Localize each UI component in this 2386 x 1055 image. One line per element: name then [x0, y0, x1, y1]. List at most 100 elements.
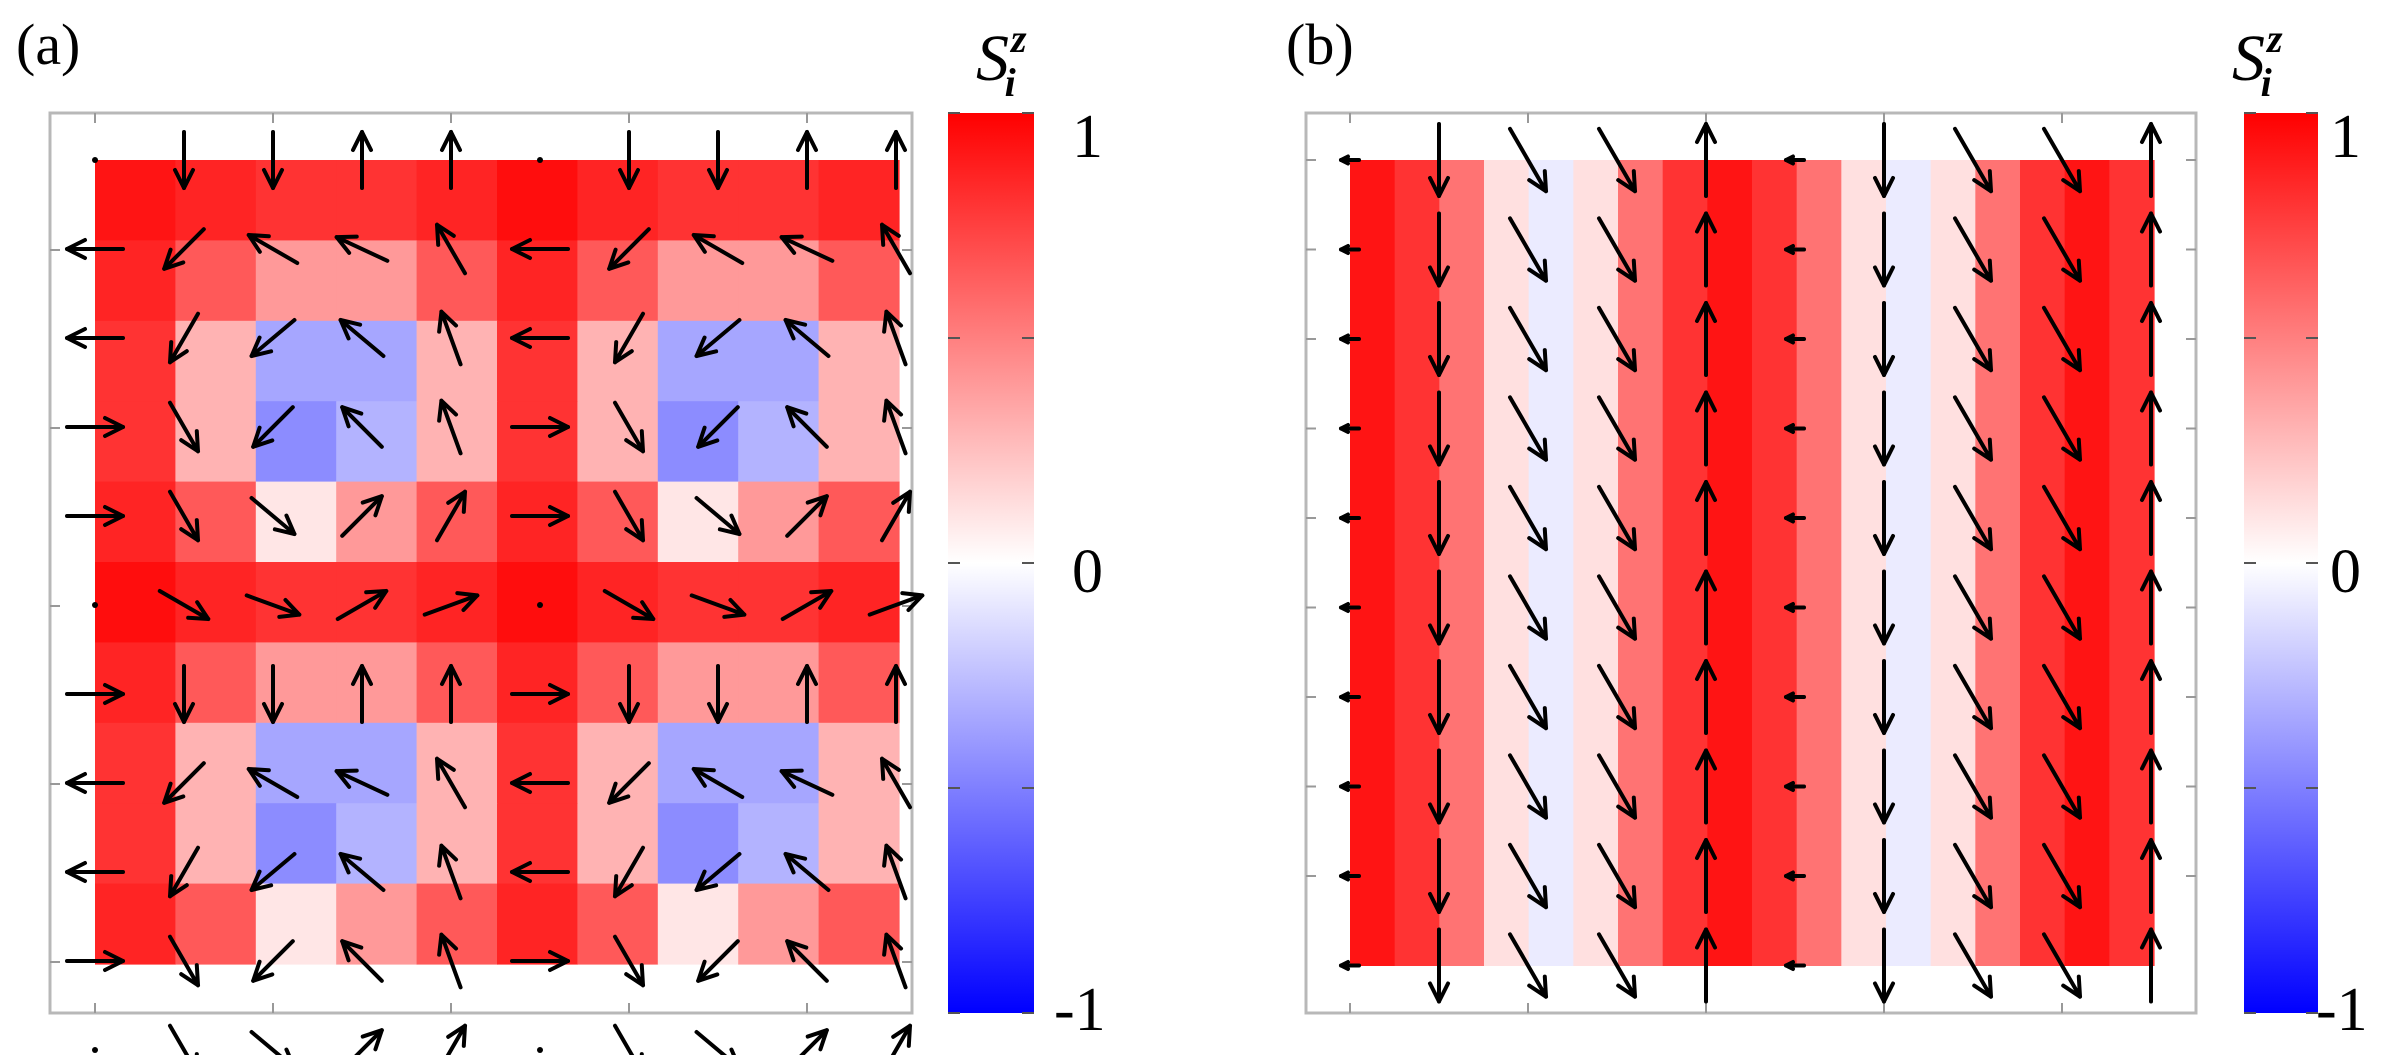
spin-a-r2-c1: [168, 311, 200, 365]
spin-b-r6-c2-shaft: [1508, 663, 1548, 731]
spin-b-r1-c7-shaft: [1953, 216, 1993, 283]
spin-b-r2-c7-head: [1972, 348, 1993, 373]
heatmap-a-cell-r7-c2: [255, 722, 337, 804]
spin-a-r1-c1-head: [162, 247, 186, 271]
panel-b-heatmap: [1350, 160, 2155, 966]
colorbar-b-ticks: [2244, 112, 2318, 1014]
spin-b-r4-c8: [2042, 484, 2082, 552]
spin-a-r8-c2-head: [249, 869, 274, 892]
spin-b-r9-c8-shaft: [2042, 932, 2082, 999]
spin-a-r10-c7-shaft: [694, 1030, 728, 1055]
spin-a-r3-c2-shaft: [251, 405, 295, 449]
spin-a-r8-c3: [338, 852, 386, 892]
spin-b-r7-c4-head: [1695, 748, 1717, 771]
spin-b-r2-c4-head: [1695, 301, 1717, 323]
heatmap-a-cell-r0-c0: [95, 160, 176, 241]
heatmap-a-cell-r7-c7: [657, 722, 739, 804]
spin-b-r6-c0-head: [1339, 691, 1350, 703]
spin-b-r9-c1-head: [1428, 981, 1450, 1004]
heatmap-b-column-8: [1707, 160, 1753, 966]
spin-a-r2-c8-shaft: [783, 318, 831, 358]
spin-b-r0-c2-shaft: [1508, 126, 1548, 194]
heatmap-a-cell-r4-c2: [255, 481, 337, 563]
spin-b-r9-c1: [1428, 927, 1450, 1004]
spin-b-r8-c8: [2042, 842, 2082, 910]
spin-a-r8-c8-head: [783, 852, 808, 875]
spin-b-r4-c4: [1695, 480, 1717, 556]
spin-a-r3-c8: [785, 405, 829, 449]
heatmap-a-cell-r5-c0: [95, 562, 176, 643]
spin-b-r3-c7: [1953, 395, 1993, 462]
spin-b-r0-c8-head: [2061, 169, 2082, 194]
panel-b-frame: [1304, 111, 2198, 1015]
spin-a-r6-c5: [510, 683, 570, 705]
heatmap-b-column-7: [1662, 160, 1708, 966]
spin-a-r10-c8-head: [805, 1028, 829, 1052]
spin-b-r2-c3-head: [1616, 348, 1637, 373]
heatmap-a-cell-r0-c3: [336, 160, 418, 241]
spin-a-r1-c5: [510, 238, 570, 260]
spin-b-r5-c9-head: [2140, 569, 2162, 592]
spin-a-r3-c6: [613, 400, 645, 454]
heatmap-a-cell-r1-c8: [738, 240, 820, 322]
heatmap-a-cell-r9-c0: [95, 883, 176, 965]
spin-a-r0-c4: [440, 130, 462, 190]
heatmap-a-cell-r8-c6: [577, 803, 659, 885]
spin-a-r0-c6: [618, 130, 640, 190]
spin-a-r0-c5: [537, 157, 543, 163]
spin-b-r3-c8: [2042, 395, 2082, 462]
spin-b-r7-c5-head: [1784, 781, 1795, 792]
spin-b-r9-c7: [1953, 932, 1993, 999]
heatmap-a-cell-r6-c4: [416, 642, 498, 724]
spin-b-r0-c2: [1508, 126, 1548, 194]
spin-a-r3-c7-shaft: [696, 405, 740, 449]
spin-a-r4-c2: [249, 496, 297, 536]
spin-b-r6-c7-head: [1972, 706, 1993, 731]
heatmap-a-cell-r2-c5: [497, 320, 578, 402]
spin-a-r0-c6-head: [618, 168, 640, 190]
spin-b-r2-c1-head: [1428, 355, 1450, 377]
spin-b-r8-c6: [1873, 838, 1895, 914]
heatmap-a-cell-r1-c5: [497, 240, 578, 322]
spin-b-r3-c2-head: [1527, 437, 1548, 462]
spin-a-r0-c3-head: [351, 130, 373, 152]
spin-b-r9-c9-head: [2140, 927, 2162, 950]
spin-b-r8-c9: [2140, 838, 2162, 914]
spin-a-r2-c8-head: [783, 318, 808, 341]
spin-a-r8-c5: [510, 861, 570, 883]
spin-b-r5-c7: [1953, 574, 1993, 641]
spin-a-r0-c3: [351, 130, 373, 190]
heatmap-a-cell-r6-c3: [336, 642, 418, 724]
spin-b-r5-c3: [1597, 574, 1637, 641]
spin-b-r7-c2: [1508, 753, 1548, 820]
spin-a-r4-c9: [880, 489, 912, 543]
heatmap-a-cell-r4-c9: [818, 481, 900, 563]
spin-b-r4-c3: [1597, 484, 1637, 552]
spin-a-r1-c7-shaft: [691, 233, 745, 265]
spin-a-r10-c3: [354, 1028, 384, 1055]
spin-a-r8-c2: [249, 852, 297, 892]
spin-a-r1-c9-shaft: [880, 222, 912, 276]
spin-a-r1-c2-shaft: [246, 233, 300, 265]
spin-a-r3-c4-head: [437, 398, 459, 423]
spin-b-r5-c2-head: [1527, 616, 1548, 641]
spin-b-r7-c0-head: [1339, 781, 1350, 792]
spin-a-r5-c2-head: [277, 597, 302, 619]
spin-a-r6-c7-head: [707, 702, 729, 724]
spin-a-r6-c9: [885, 664, 907, 724]
spin-a-r10-c6-shaft: [613, 1023, 635, 1055]
spin-a-r4-c4-shaft: [435, 489, 467, 543]
spin-a-r5-c7: [689, 593, 747, 619]
spin-a-r7-c4-head: [435, 756, 456, 781]
colorbar-b-gradient: [2244, 113, 2318, 1013]
spin-a-r4-c5-head: [548, 505, 570, 527]
spin-a-r2-c4-head: [437, 309, 459, 334]
heatmap-a-cell-r5-c7: [657, 562, 739, 643]
heatmap-a-cell-r4-c8: [738, 481, 820, 563]
spin-a-r9-c6-shaft: [613, 934, 645, 988]
heatmap-a-cell-r2-c1: [175, 320, 257, 402]
spin-b-r4-c0: [1339, 512, 1361, 524]
spin-a-r2-c5: [510, 327, 570, 349]
spin-a-r1-c6-shaft: [607, 227, 651, 271]
spin-a-r8-c3-shaft: [338, 852, 386, 892]
